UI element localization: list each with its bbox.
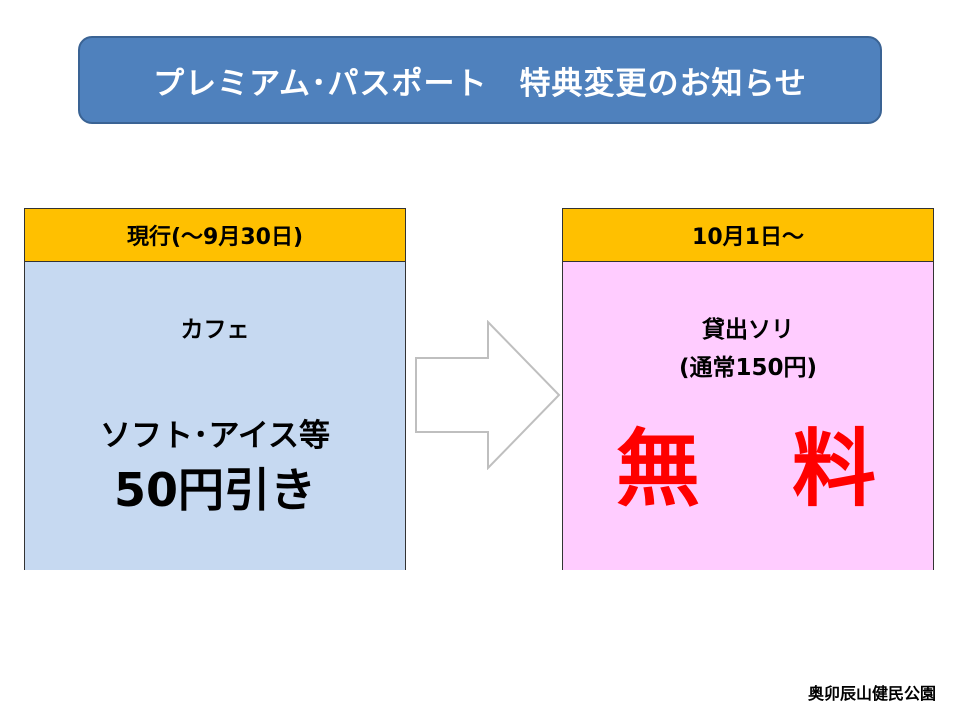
new-benefit-header: 10月1日～ xyxy=(563,209,933,262)
title-banner: プレミアム･パスポート 特典変更のお知らせ xyxy=(78,36,882,124)
current-discount: 50円引き xyxy=(113,463,316,517)
new-price: 無 料 xyxy=(615,420,880,518)
current-category: カフェ xyxy=(180,317,250,343)
current-benefit-body: カフェ ソフト･アイス等 50円引き xyxy=(25,262,405,570)
right-arrow-icon xyxy=(414,319,562,471)
current-item: ソフト･アイス等 xyxy=(99,418,331,454)
new-benefit-box: 10月1日～ 貸出ソリ (通常150円) 無 料 xyxy=(562,208,934,570)
current-period-label: 現行(～9月30日) xyxy=(126,225,304,250)
new-item: 貸出ソリ xyxy=(702,317,794,343)
page-title: プレミアム･パスポート 特典変更のお知らせ xyxy=(153,65,807,102)
new-period-label: 10月1日～ xyxy=(692,225,804,250)
organization-name: 奥卯辰山健民公園 xyxy=(807,684,936,703)
new-benefit-body: 貸出ソリ (通常150円) 無 料 xyxy=(563,262,933,570)
new-item-note: (通常150円) xyxy=(678,355,818,381)
current-benefit-header: 現行(～9月30日) xyxy=(25,209,405,262)
current-benefit-box: 現行(～9月30日) カフェ ソフト･アイス等 50円引き xyxy=(24,208,406,570)
